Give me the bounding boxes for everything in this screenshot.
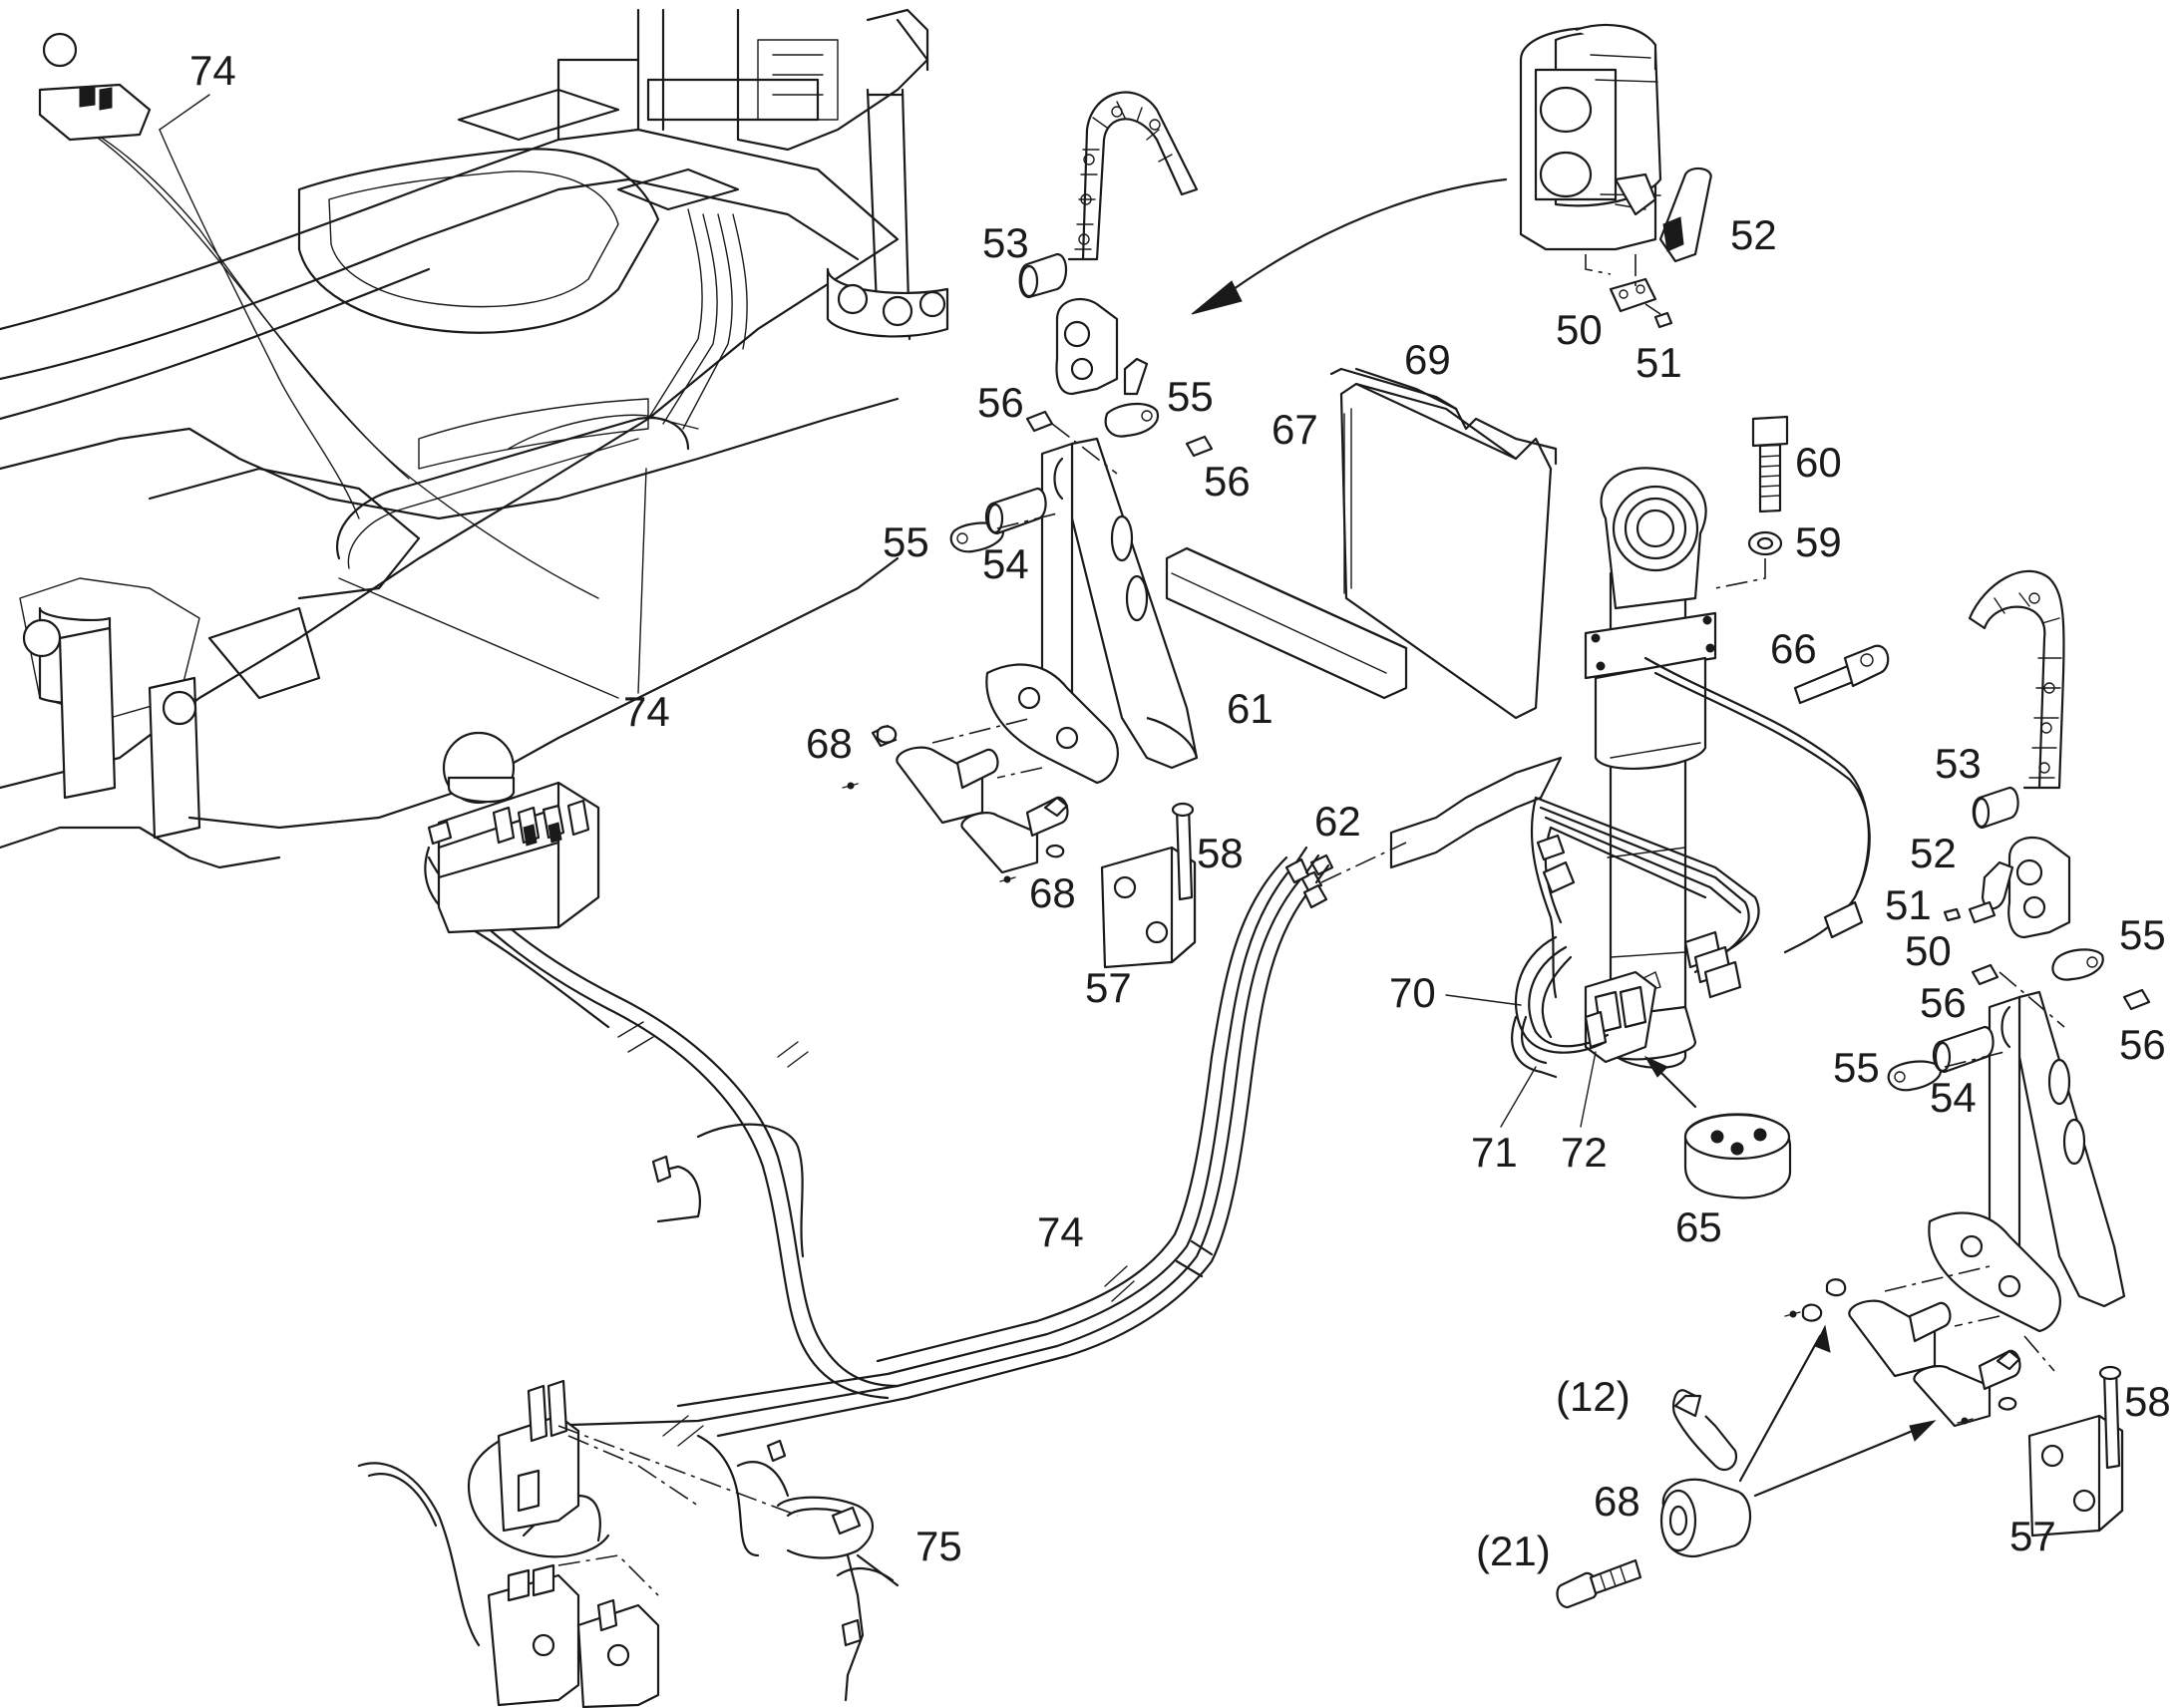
lift-arm-left (985, 437, 1199, 785)
valve-stack-bottom (487, 1379, 699, 1708)
callout-56-right-a: 56 (1920, 979, 1967, 1026)
callout-56-left-b: 56 (1204, 458, 1251, 505)
callout-55-lower: 55 (883, 518, 929, 565)
callout-68-left-a: 68 (806, 720, 853, 767)
callout-51-right: 51 (1885, 881, 1932, 928)
callout-68-left-b: 68 (1029, 869, 1076, 916)
screw-51-top (1653, 311, 1673, 329)
callout-12: (12) (1556, 1373, 1631, 1420)
callout-53-right: 53 (1935, 740, 1982, 787)
callout-62: 62 (1314, 798, 1361, 845)
machine-frame (0, 8, 949, 869)
clip-52-small (1123, 357, 1149, 396)
callout-50-right: 50 (1905, 927, 1952, 974)
bushing-65 (1683, 1113, 1792, 1199)
plate-55-right-upper (2051, 948, 2104, 981)
block-57-right (2027, 1365, 2124, 1537)
callout-66: 66 (1770, 625, 1817, 672)
callout-58-left: 58 (1197, 830, 1244, 876)
chain-anchor-right (2007, 836, 2071, 939)
callout-55-upper: 55 (1167, 373, 1214, 420)
bracket-assembly-left (842, 717, 1069, 883)
callout-65: 65 (1675, 1203, 1722, 1250)
clip-52-right (1981, 860, 2014, 910)
plate-50-right (1968, 900, 1997, 924)
screw-56-right-a (1971, 963, 1999, 986)
clip-12 (1671, 1389, 1738, 1472)
callout-58-right: 58 (2124, 1378, 2171, 1425)
callout-74-bottom: 74 (1037, 1208, 1084, 1255)
pin-66 (1793, 644, 1890, 705)
chain-right (1968, 569, 2065, 790)
callout-52-top: 52 (1730, 211, 1777, 258)
cylinder-hoses (1530, 656, 1871, 999)
callout-70: 70 (1389, 969, 1436, 1016)
callout-50-top: 50 (1556, 306, 1603, 353)
callouts: 74 74 74 53 52 50 51 56 55 56 55 54 69 6… (159, 47, 2171, 1574)
bolt-60 (1751, 415, 1789, 513)
callout-53-left: 53 (982, 219, 1029, 266)
screw-51-right (1943, 907, 1962, 922)
screw-56-left (1025, 410, 1054, 433)
callout-56-left: 56 (977, 379, 1024, 426)
callout-61: 61 (1227, 685, 1273, 732)
screw-56-right-b (2122, 988, 2151, 1011)
callout-57-left: 57 (1085, 964, 1132, 1011)
valve-block-center (424, 731, 610, 1029)
callout-54-right: 54 (1930, 1074, 1977, 1121)
valve-block-72 (1511, 935, 1657, 1079)
callout-75: 75 (915, 1523, 962, 1569)
callout-56-right-b: 56 (2119, 1021, 2166, 1068)
hydraulic-cylinder (1584, 467, 1717, 1069)
callout-72: 72 (1561, 1129, 1608, 1176)
bracket-assembly-right (1784, 1265, 2055, 1428)
chain-anchor-left (1055, 297, 1119, 396)
lift-head-top (1519, 23, 1662, 251)
callout-55-right-b: 55 (1833, 1044, 1880, 1091)
callout-52-right: 52 (1910, 830, 1957, 876)
bushing-68 (1659, 1478, 1752, 1558)
callout-74-top: 74 (189, 47, 236, 94)
callout-51-top: 51 (1635, 339, 1682, 386)
hose-harness (357, 846, 1334, 1647)
arrow-top (1225, 177, 1508, 296)
callout-74-mid: 74 (623, 688, 670, 735)
chain-left (1067, 91, 1199, 261)
arrow-68-a (1738, 1334, 1822, 1483)
lift-arm-right (1928, 990, 2126, 1333)
callout-57-right: 57 (2009, 1513, 2056, 1559)
plate-55-right-lower (1887, 1060, 1943, 1092)
callout-21: (21) (1476, 1528, 1551, 1574)
callout-59: 59 (1795, 518, 1842, 565)
connector-line (557, 842, 1407, 1517)
sensor-harness-75 (696, 1434, 900, 1702)
callout-55-right-a: 55 (2119, 911, 2166, 958)
screw-21 (1556, 1558, 1642, 1609)
callout-68-right: 68 (1594, 1478, 1640, 1525)
cover-panels (1165, 367, 1563, 869)
arrow-68-b (1753, 1424, 1927, 1498)
callout-71: 71 (1471, 1129, 1518, 1176)
callout-54-left: 54 (982, 540, 1029, 587)
callout-67: 67 (1272, 406, 1318, 453)
callout-60: 60 (1795, 439, 1842, 486)
callout-69: 69 (1404, 336, 1451, 383)
block-57-left (1100, 802, 1197, 969)
